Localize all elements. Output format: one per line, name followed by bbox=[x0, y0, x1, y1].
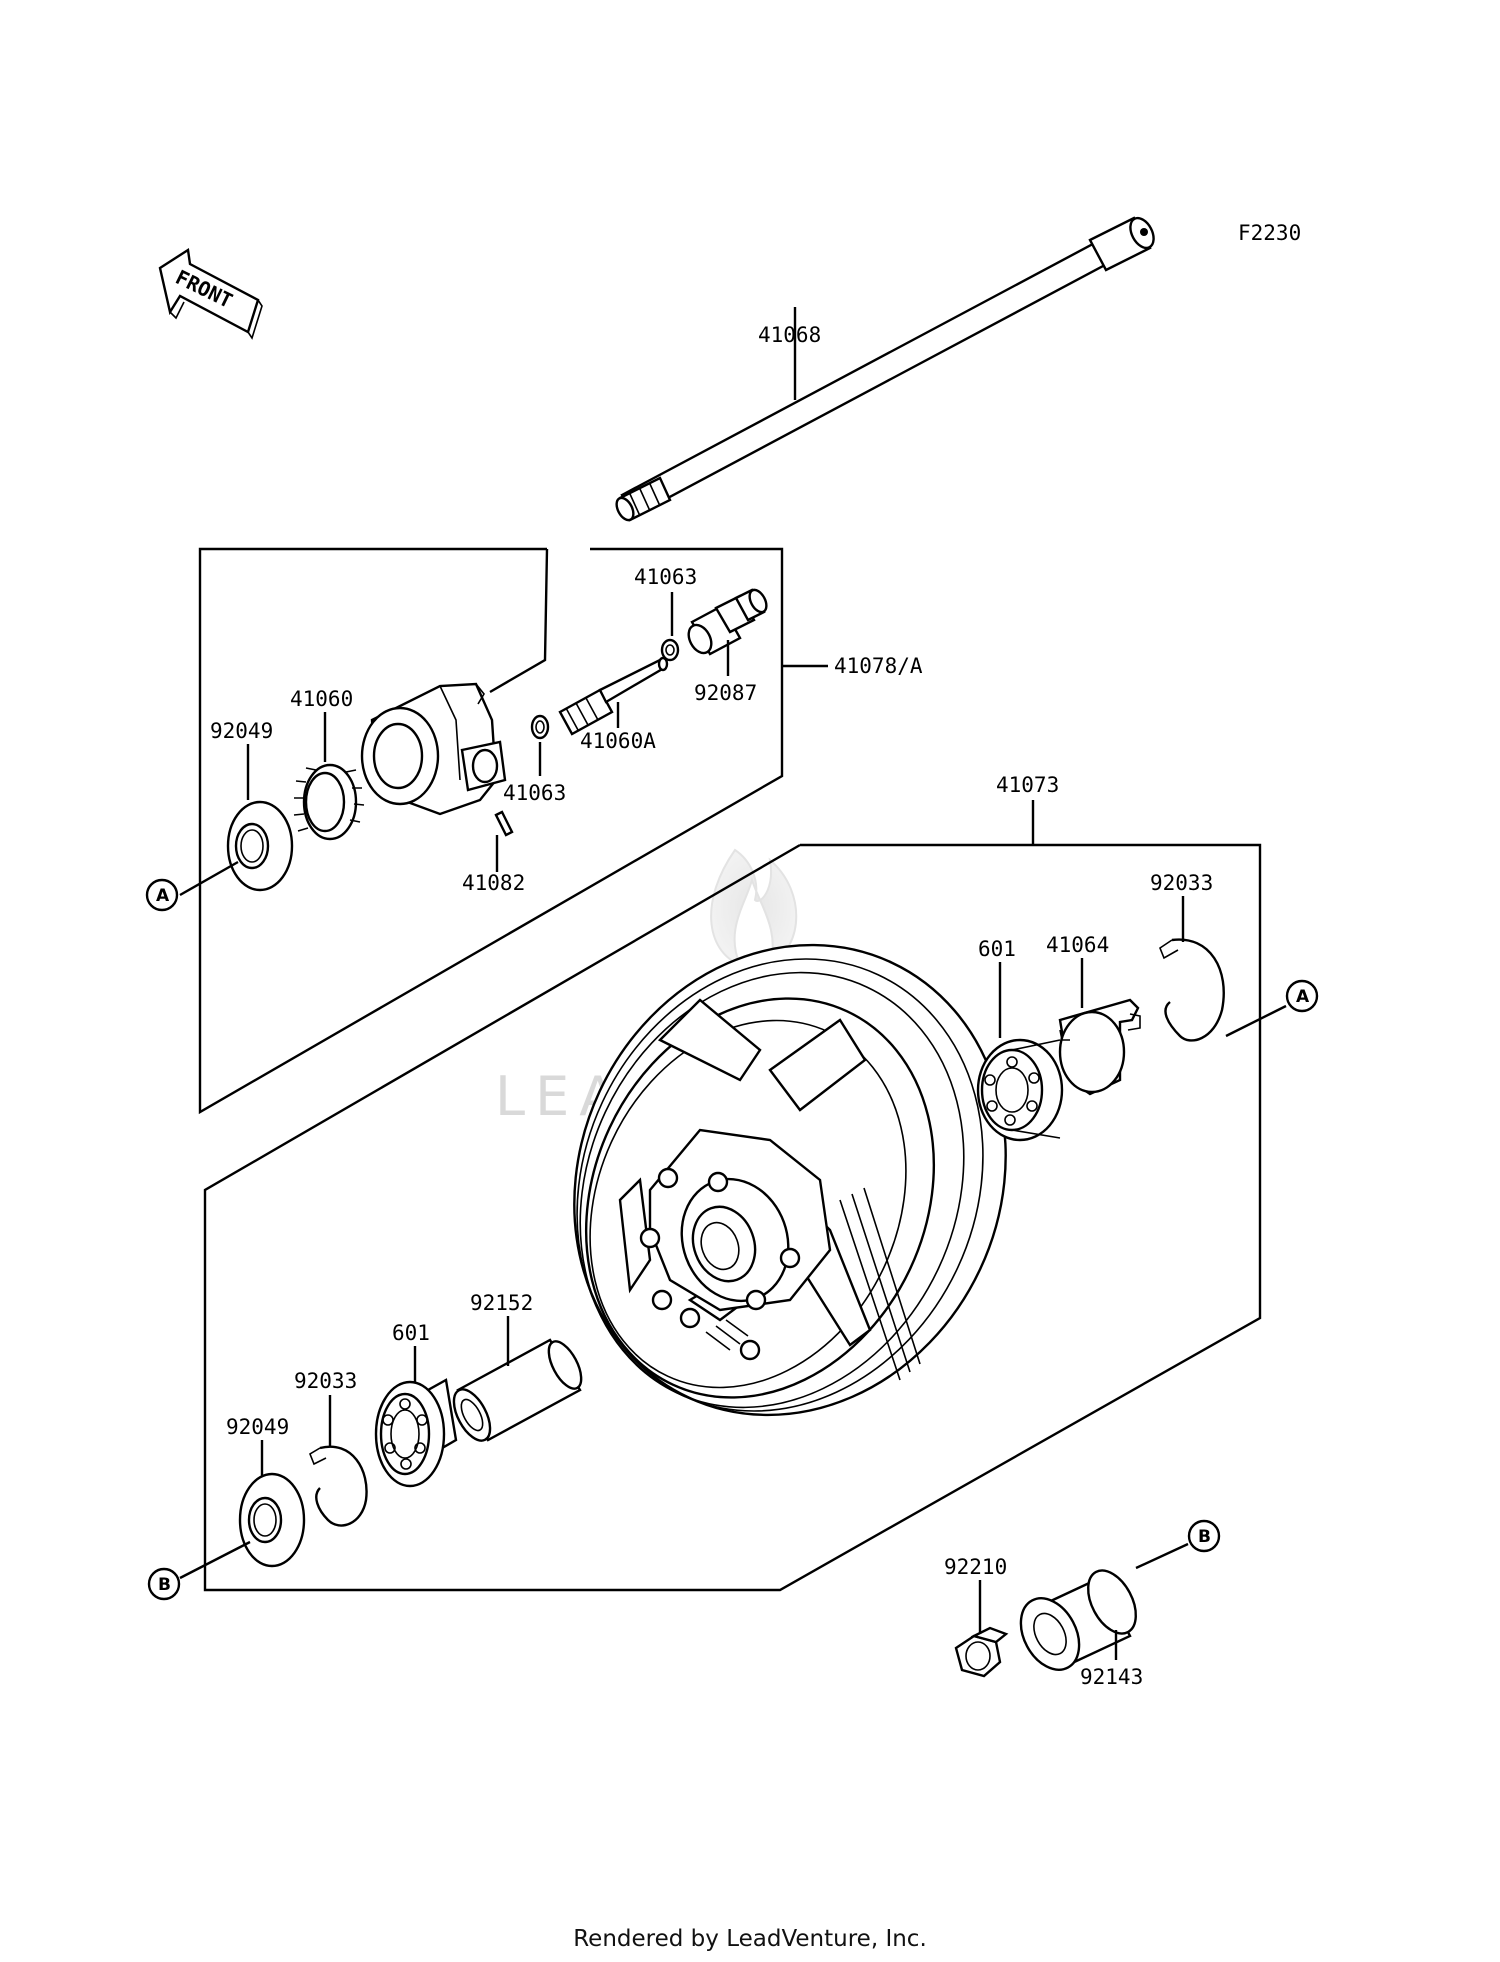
label-92033-left: 92033 bbox=[294, 1369, 357, 1393]
wheel-rim-41073 bbox=[573, 943, 1007, 1417]
drive-gear-41060A bbox=[558, 656, 669, 736]
oil-seal-92049-top bbox=[226, 800, 294, 892]
oil-seal-92049-bottom bbox=[238, 1472, 306, 1568]
spacer-92152 bbox=[452, 1338, 583, 1442]
group-outline-41078A bbox=[198, 547, 784, 1115]
circlip-92033-right bbox=[1164, 938, 1225, 1042]
axle-41068 bbox=[615, 216, 1155, 522]
label-41063-top: 41063 bbox=[634, 565, 697, 589]
bearing-601-left bbox=[374, 1378, 458, 1488]
label-41060A: 41060A bbox=[580, 729, 656, 753]
ref-a-left: A bbox=[156, 886, 170, 906]
label-41064: 41064 bbox=[1046, 933, 1109, 957]
ref-circle-b-right bbox=[1187, 1519, 1221, 1553]
label-41060: 41060 bbox=[290, 687, 353, 711]
ref-circle-a-left bbox=[145, 878, 179, 912]
bearing-601-right bbox=[976, 1038, 1064, 1142]
collar-92143 bbox=[1019, 1569, 1138, 1671]
label-41063-mid: 41063 bbox=[503, 781, 566, 805]
label-601-right: 601 bbox=[978, 937, 1016, 961]
circlip-92033-left bbox=[315, 1445, 368, 1527]
axle-dashed-leader bbox=[489, 548, 549, 694]
pin-41082 bbox=[494, 810, 514, 837]
gearbox-housing bbox=[360, 682, 507, 816]
ref-circle-a-right bbox=[1285, 979, 1319, 1013]
collar-41064 bbox=[1058, 998, 1141, 1096]
ref-b-left: B bbox=[158, 1575, 171, 1595]
label-92033-right: 92033 bbox=[1150, 871, 1213, 895]
leader-ref-b-right bbox=[1135, 1542, 1189, 1570]
leader-ref-a-left bbox=[179, 860, 239, 897]
drive-ring-41060 bbox=[293, 763, 365, 841]
label-92143: 92143 bbox=[1080, 1665, 1143, 1689]
label-92152: 92152 bbox=[470, 1291, 533, 1315]
label-601-left: 601 bbox=[392, 1321, 430, 1345]
washer-41063-mid bbox=[530, 714, 550, 740]
nut-92210 bbox=[954, 1626, 1009, 1678]
ref-b-right: B bbox=[1198, 1527, 1211, 1547]
label-41078A: 41078/A bbox=[834, 654, 923, 678]
label-41073: 41073 bbox=[996, 773, 1059, 797]
label-41068: 41068 bbox=[758, 323, 821, 347]
ref-circle-b-left bbox=[147, 1567, 181, 1601]
leader-ref-b-left bbox=[179, 1540, 251, 1580]
label-92049-top: 92049 bbox=[210, 719, 273, 743]
leader-ref-a-right bbox=[1225, 1004, 1287, 1038]
label-92087: 92087 bbox=[694, 681, 757, 705]
label-92049-bottom: 92049 bbox=[226, 1415, 289, 1439]
front-direction-arrow: FRONT bbox=[158, 247, 263, 340]
ref-a-right: A bbox=[1296, 987, 1310, 1007]
label-92210: 92210 bbox=[944, 1555, 1007, 1579]
diagram-code: F2230 bbox=[1238, 221, 1301, 245]
footer-credit: Rendered by LeadVenture, Inc. bbox=[573, 1926, 927, 1952]
washer-41063-top bbox=[660, 638, 680, 662]
group-outline-41073 bbox=[203, 843, 1262, 1592]
label-41082: 41082 bbox=[462, 871, 525, 895]
